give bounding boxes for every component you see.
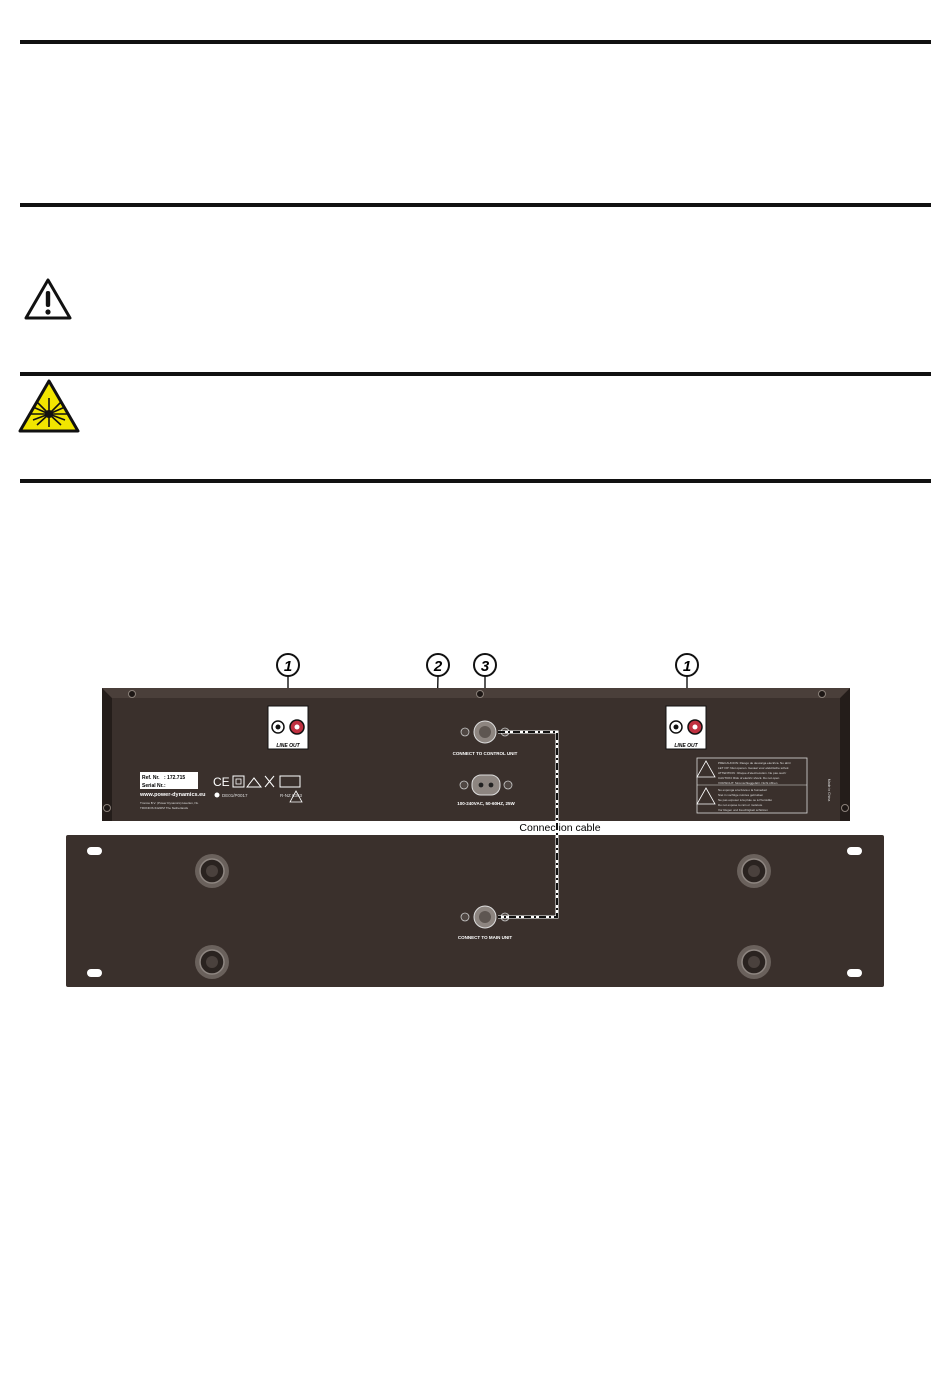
safety-warning-label: PRECAUCION: Riesgo de descarga electrica…	[696, 757, 808, 814]
svg-text:Serial Nr.: Serial Nr.	[142, 783, 164, 789]
svg-text:LINE OUT: LINE OUT	[674, 743, 698, 749]
svg-text:: 172.715: : 172.715	[164, 775, 185, 781]
main-unit-connector: CONNECT TO MAIN UNIT	[458, 905, 512, 940]
rack-ear-slot	[87, 847, 102, 855]
svg-text:CE: CE	[213, 775, 230, 789]
svg-text:CONNECT TO MAIN UNIT: CONNECT TO MAIN UNIT	[458, 935, 512, 940]
lightning-warning-icon	[696, 760, 716, 778]
rating-label: Ref. Nr. : 172.715 Serial Nr. : www.powe…	[139, 772, 206, 810]
svg-text:Vor Regen und Feuchtigkeit sch: Vor Regen und Feuchtigkeit schützen	[718, 808, 768, 812]
line-out-jacks: LINE OUT	[665, 705, 707, 750]
made-in-label: Made in China	[827, 779, 831, 802]
main-unit-panel: LINE OUT LINE OUT CONNECT TO CONTROL UNI…	[102, 688, 850, 821]
mounting-foot	[195, 945, 229, 979]
svg-text:CAUTION: Risk of electric shoc: CAUTION: Risk of electric shock. Do not …	[718, 776, 780, 780]
connection-cable-label: Connection cable	[519, 822, 600, 834]
svg-text:LET OP: Niet openen. Gevaar vo: LET OP: Niet openen. Gevaar voor elektri…	[718, 766, 789, 770]
caution-icon	[696, 787, 716, 805]
control-unit-panel: CONNECT TO MAIN UNIT	[66, 835, 884, 987]
section-rule	[20, 40, 931, 44]
svg-text:Tronios B.V. (Power Dynamics): Tronios B.V. (Power Dynamics) Heerlen, N…	[140, 801, 199, 805]
mounting-foot	[195, 854, 229, 888]
section-rule	[20, 203, 931, 207]
svg-text:VORSICHT: Stromschlaggefahr. N: VORSICHT: Stromschlaggefahr. Nicht öffne…	[718, 781, 778, 785]
svg-text:DE01/P0017: DE01/P0017	[222, 793, 248, 798]
certification-marks: CE DE01/P0017 R-NZ 6363	[213, 775, 303, 803]
svg-text:Do not expose to rain or moist: Do not expose to rain or moisture	[718, 803, 763, 807]
mounting-foot	[737, 945, 771, 979]
svg-text:Ne pas exposer à la pluie ou à: Ne pas exposer à la pluie ou à l'humidit…	[718, 798, 772, 802]
svg-text:100-240VAC, 50-60HZ, 25W: 100-240VAC, 50-60HZ, 25W	[457, 801, 515, 806]
svg-text:Niet in vochtige ruimtes gebru: Niet in vochtige ruimtes gebruiken	[718, 793, 764, 797]
svg-text:1: 1	[284, 658, 292, 675]
svg-text:LINE OUT: LINE OUT	[276, 743, 300, 749]
rear-panel-figure: 1 2 3 1	[60, 645, 890, 995]
laser-warning-icon	[17, 378, 81, 439]
svg-text:CONNECT TO CONTROL UNIT: CONNECT TO CONTROL UNIT	[453, 751, 518, 756]
section-rule	[20, 372, 931, 376]
house-icon	[245, 777, 263, 788]
power-inlet: 100-240VAC, 50-60HZ, 25W	[457, 774, 515, 806]
svg-text:No exponga a la lluvia o la hu: No exponga a la lluvia o la humedad	[718, 788, 767, 792]
bin-crossed-icon	[264, 775, 275, 788]
manual-icon	[279, 775, 301, 788]
line-out-jacks: LINE OUT	[267, 705, 309, 750]
rack-ear-slot	[847, 847, 862, 855]
svg-text:www.power-dynamics.eu: www.power-dynamics.eu	[139, 792, 206, 798]
svg-text:3: 3	[481, 658, 490, 675]
section-rule	[20, 479, 931, 483]
mounting-foot	[737, 854, 771, 888]
svg-text:1: 1	[683, 658, 691, 675]
svg-text:Ref. Nr.: Ref. Nr.	[142, 775, 160, 781]
control-unit-connector: CONNECT TO CONTROL UNIT	[453, 720, 518, 756]
rack-ear-slot	[847, 969, 862, 977]
warning-triangle-icon	[23, 277, 73, 326]
svg-text::: :	[164, 783, 166, 789]
svg-text:2: 2	[433, 658, 443, 675]
svg-text:ATTENTION : Risque d'electrocu: ATTENTION : Risque d'electrocution. Ne p…	[718, 771, 786, 775]
rack-ear-slot	[87, 969, 102, 977]
svg-text:R-NZ 6363: R-NZ 6363	[280, 793, 303, 798]
svg-text:TRONIOS 6422PZ The Netherlands: TRONIOS 6422PZ The Netherlands	[140, 806, 188, 810]
svg-text:PRECAUCION: Riesgo de descarga: PRECAUCION: Riesgo de descarga electrica…	[718, 761, 791, 765]
